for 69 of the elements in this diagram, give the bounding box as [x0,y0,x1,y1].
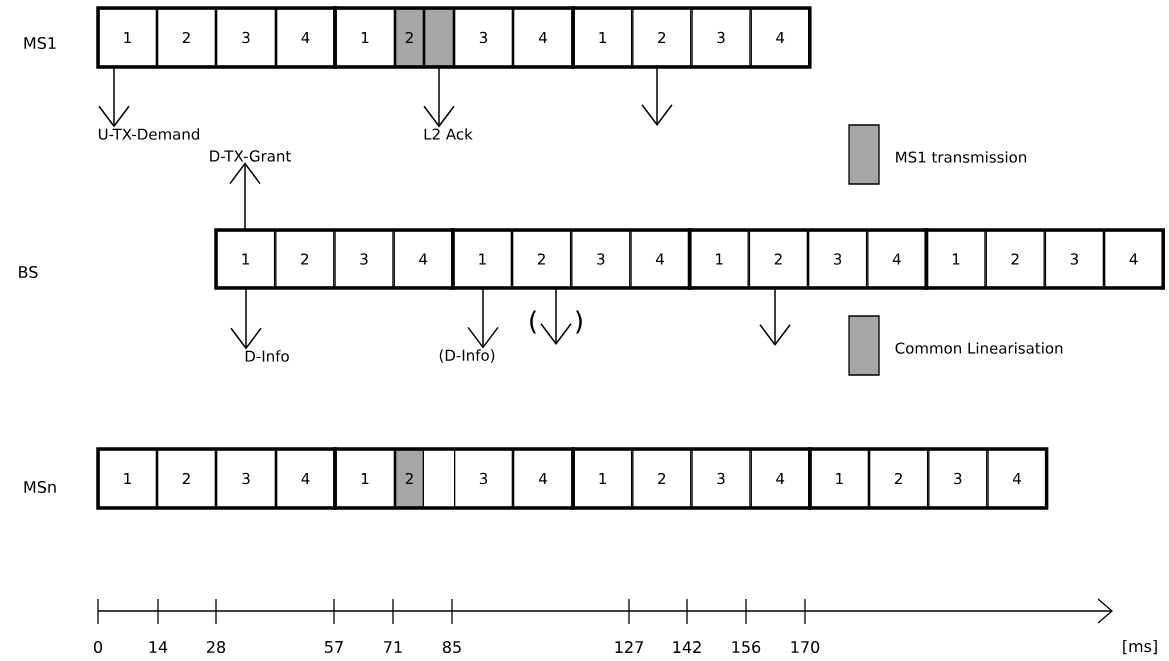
tick-label: 28 [207,640,226,654]
slot-cell: 4 [276,8,335,67]
slot-cell: 4 [750,449,810,508]
slot-cell: 4 [987,449,1047,508]
slot-cell: 1 [809,449,869,508]
signal-label: U-TX-Demand [98,128,199,140]
slot-cell: 3 [334,230,394,288]
legend-label: MS1 transmission [896,151,1027,163]
parenthesis: ) [576,310,582,334]
slot-cell: 3 [808,230,868,288]
slot-cell: 3 [1044,230,1104,288]
slot-cell: 1 [216,230,276,288]
slot-cell: 4 [513,8,573,67]
row-label: MS1 [24,36,56,50]
tick-label: 14 [149,641,168,653]
slot-cell: 1 [926,230,986,288]
signal-label: D-TX-Grant [210,150,291,162]
slot-cell: 1 [452,230,512,288]
slot-cell: 2 [632,8,692,67]
slot-cell: 3 [691,449,751,508]
arrow [229,162,261,231]
slot-cell: 1 [573,449,633,508]
slot-cell: 3 [691,8,751,67]
slot-cell: 2 [157,8,216,67]
parenthesis: ( [530,310,536,334]
slot-cell: 2 [748,230,808,288]
slot-cell: 2 [275,230,335,288]
slot-cell: 4 [1104,230,1164,288]
tick-label: 127 [615,641,643,653]
slot-cell: 4 [750,8,810,67]
slot-cell: 1 [335,449,395,508]
slot-cell: 3 [928,449,988,508]
tick-label: 57 [325,641,343,653]
shaded-slot: 2 [395,449,424,508]
slot-cell: 3 [454,449,513,508]
tick-label: 170 [791,640,820,654]
slot-cell: 2 [632,449,692,508]
slot-cell: 2 [157,449,216,508]
slot-cell: 4 [630,230,690,288]
slot-cell: 1 [689,230,749,288]
signal-label: D-Info [245,350,289,362]
slot-cell: 4 [276,449,335,508]
signal-label: (D-Info) [439,349,495,363]
slot-cell: 2 [869,449,929,508]
slot-cell: 2 [985,230,1045,288]
slot-cell: 4 [393,230,453,288]
tick-label: 71 [384,641,402,653]
tick-label: 0 [93,640,102,654]
tick-label: 142 [673,641,701,653]
legend-label: Common Linearisation [895,342,1063,354]
shaded-slot: 2 [395,8,424,67]
row-label: BS [19,265,38,279]
slot-cell: 1 [98,8,157,67]
row-label: MSn [24,480,56,494]
shaded-slot [424,8,454,67]
slot-cell: 3 [454,8,513,67]
axis-unit: [ms] [1123,639,1157,655]
slot-cell: 4 [513,449,573,508]
slot-cell: 3 [571,230,631,288]
slot-cell: 2 [512,230,572,288]
slot-cell: 3 [216,449,276,508]
slot-cell: 4 [867,230,927,288]
slot-cell: 1 [573,8,633,67]
signal-label: L2 Ack [424,128,473,140]
slot-cell: 3 [216,8,276,67]
slot-cell: 1 [98,449,157,508]
tick-label: 156 [732,640,761,654]
tick-label: 85 [442,640,461,654]
slot-cell: 1 [335,8,395,67]
